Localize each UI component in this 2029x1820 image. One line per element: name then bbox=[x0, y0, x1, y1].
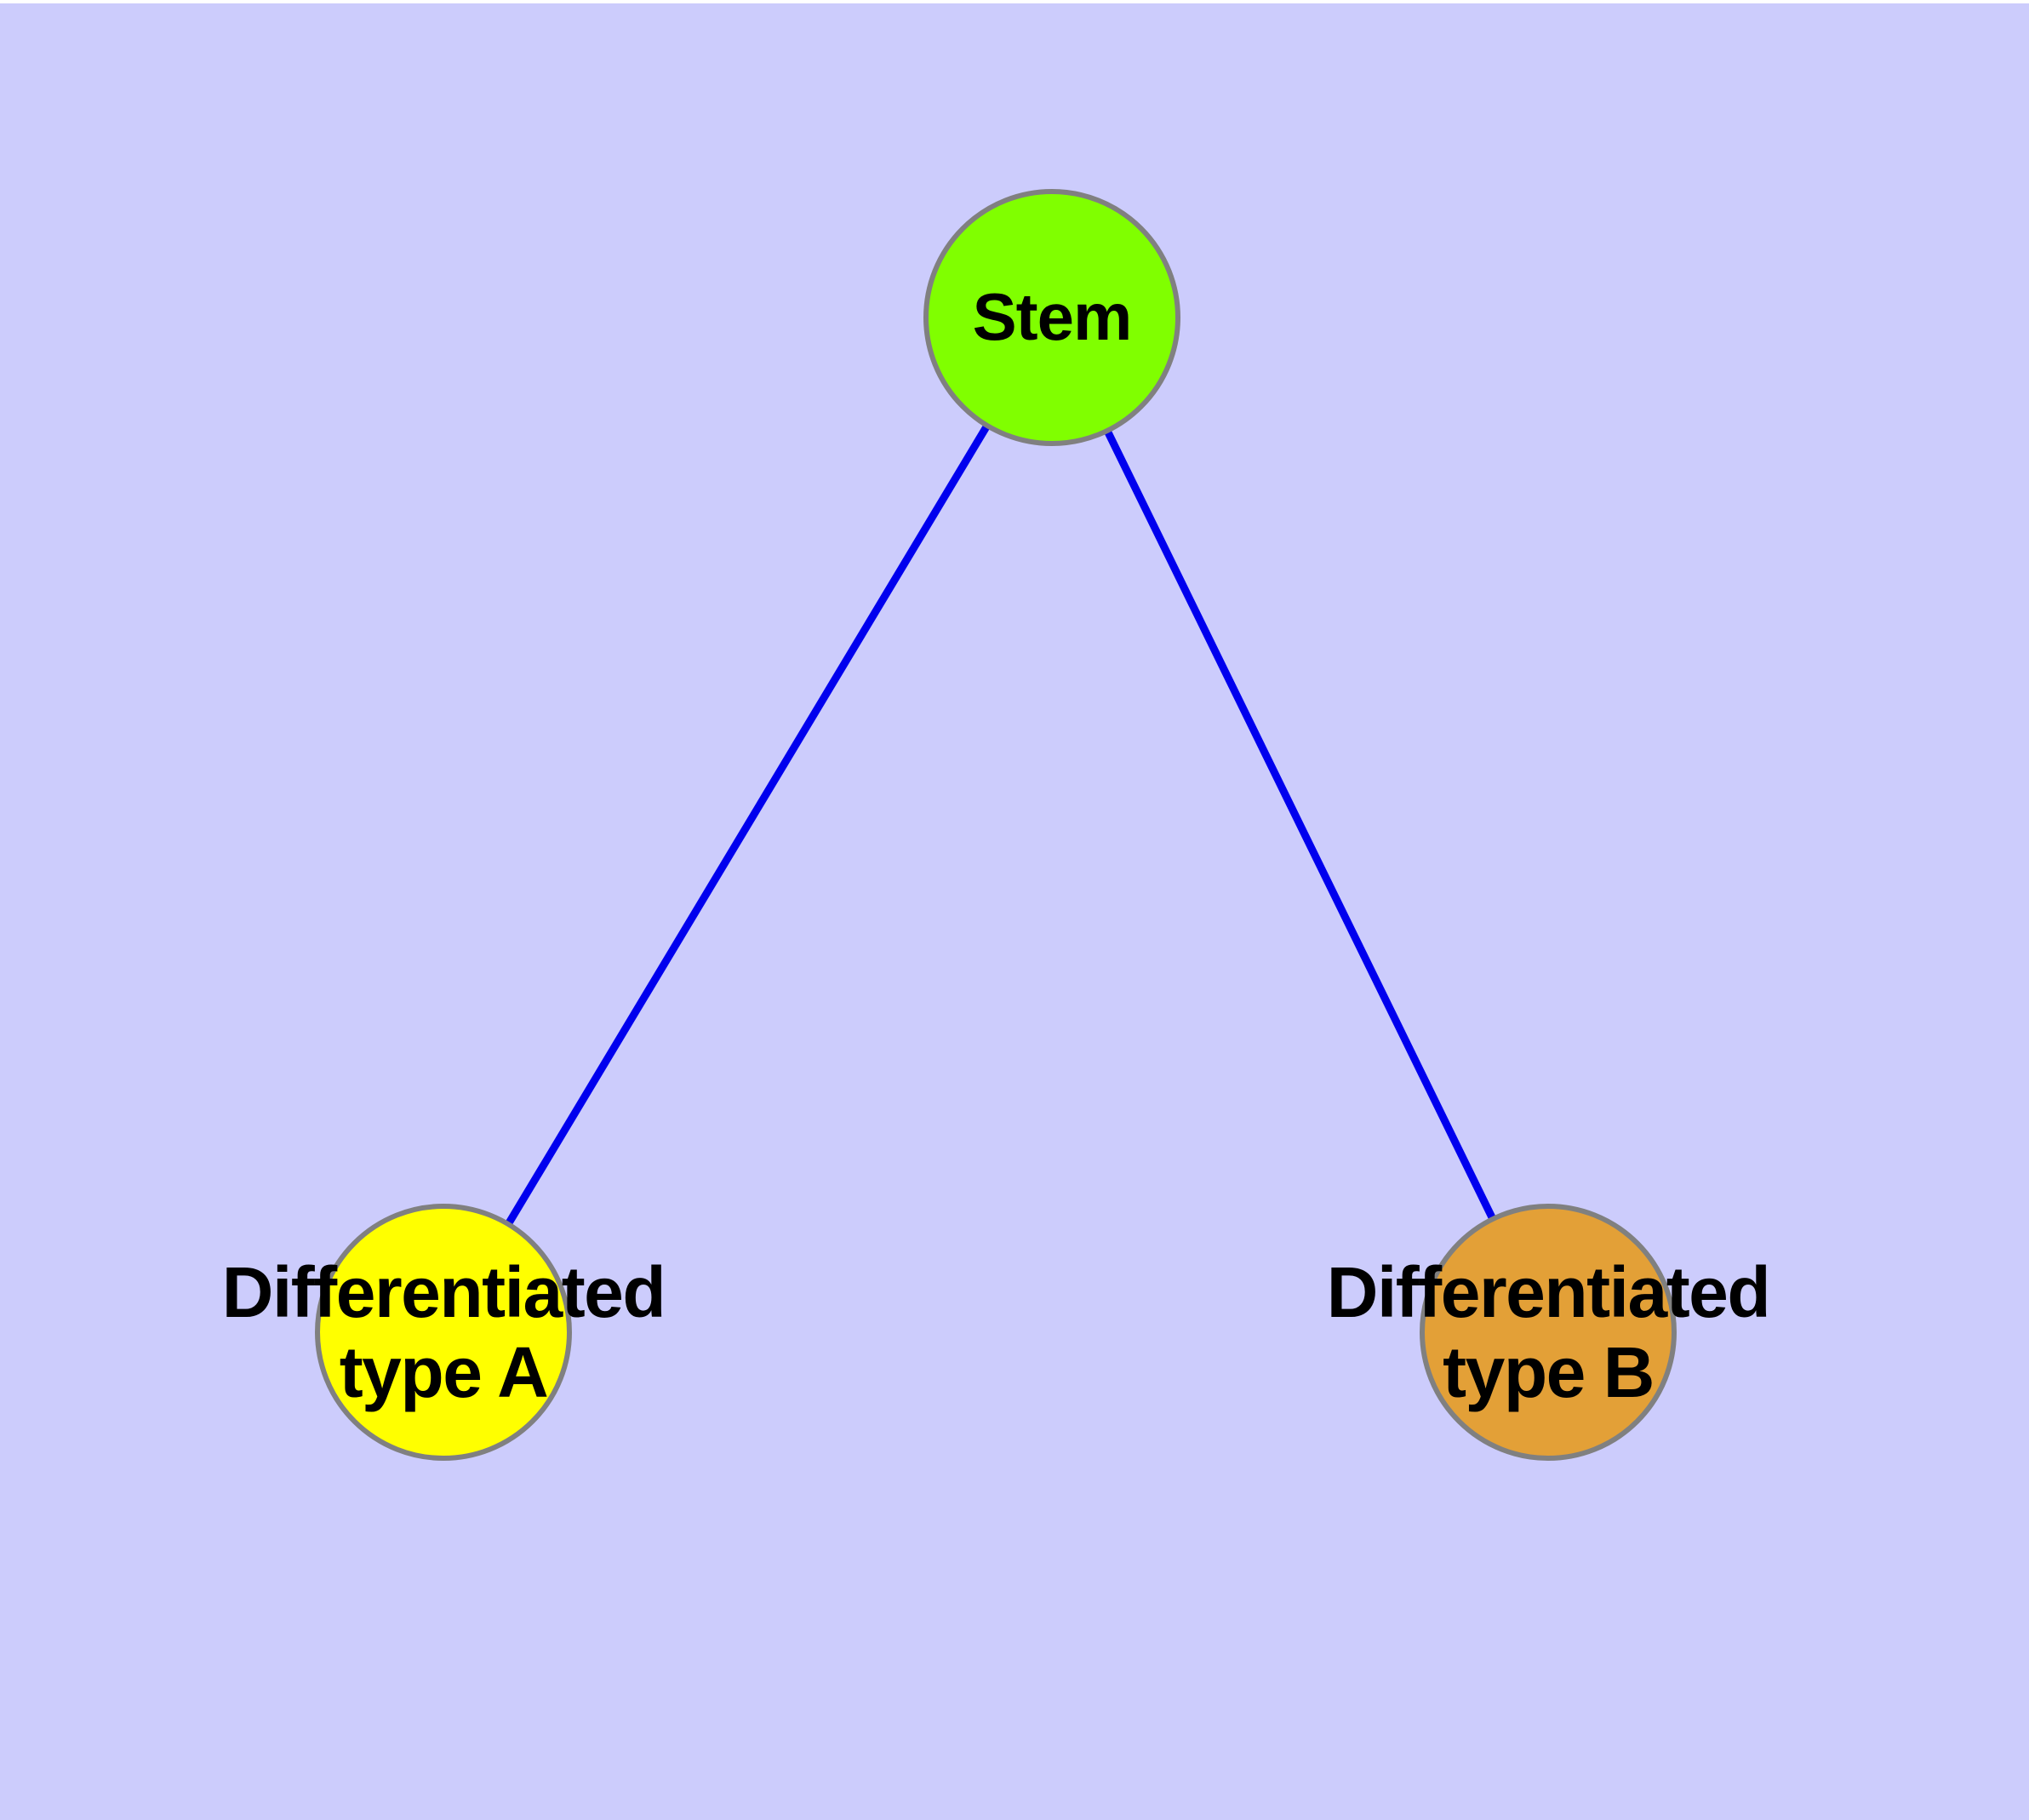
edge-stem-to-diff-a[interactable] bbox=[440, 315, 1055, 1335]
node-stem-circle[interactable] bbox=[923, 189, 1180, 446]
nodes-layer bbox=[315, 189, 1677, 1461]
edge-stem-to-diff-b[interactable] bbox=[1048, 316, 1552, 1334]
node-diff-a-circle[interactable] bbox=[315, 1204, 572, 1461]
edges-layer bbox=[440, 315, 1552, 1335]
node-diff-b-circle[interactable] bbox=[1420, 1204, 1677, 1461]
